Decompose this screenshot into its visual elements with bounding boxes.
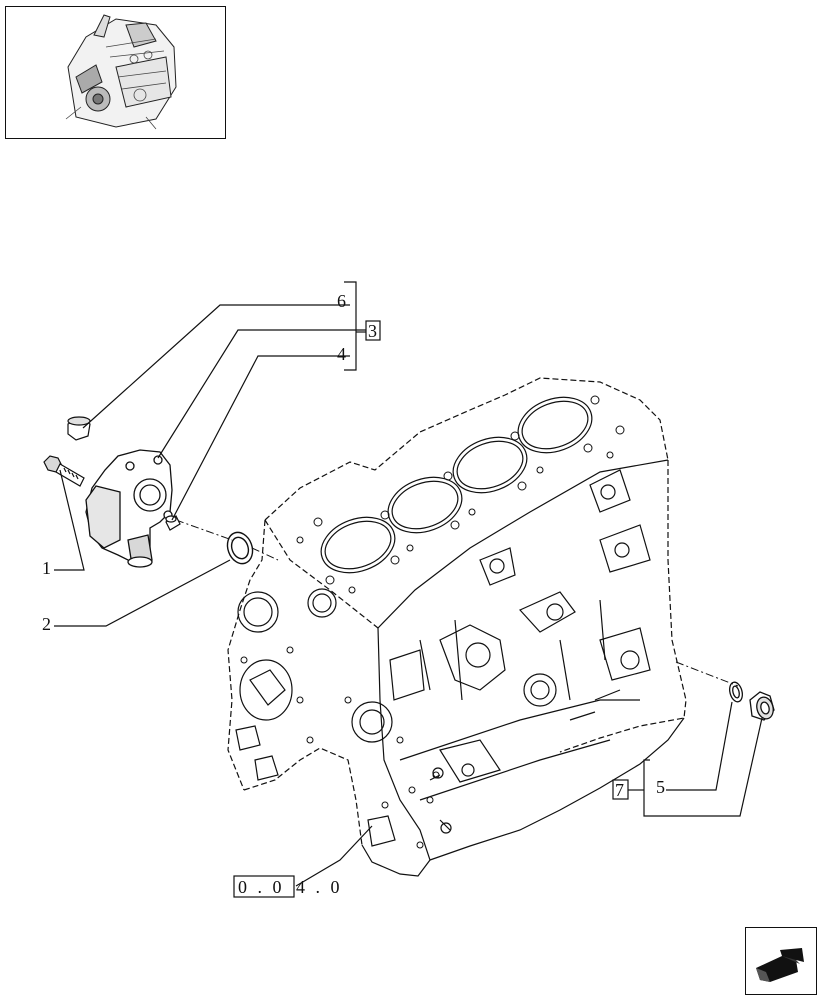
next-page-arrow-icon bbox=[756, 948, 804, 982]
next-page-button[interactable] bbox=[745, 927, 817, 995]
callout-2: 2 bbox=[42, 614, 51, 634]
callout-5: 5 bbox=[656, 777, 665, 797]
thermostat-housing[interactable] bbox=[85, 449, 173, 568]
reference-trailing-part: 4 . 0 bbox=[296, 877, 343, 897]
engine-thumbnail-icon bbox=[65, 14, 177, 130]
cap-plug[interactable] bbox=[67, 416, 91, 441]
seal-ring[interactable] bbox=[223, 529, 256, 567]
reference-boxed-part: 0 . 0 bbox=[238, 877, 285, 897]
callout-box-3 bbox=[365, 320, 381, 341]
group-bracket-3 bbox=[344, 281, 366, 371]
callout-6: 6 bbox=[337, 291, 346, 311]
bolt[interactable] bbox=[43, 455, 85, 487]
engine-block bbox=[227, 377, 687, 877]
callout-1: 1 bbox=[42, 558, 51, 578]
callout-3: 3 bbox=[368, 321, 377, 341]
callout-7: 7 bbox=[615, 780, 624, 800]
reference-box bbox=[233, 875, 295, 898]
engine-thumbnail[interactable] bbox=[5, 6, 226, 139]
assembly-axes bbox=[175, 519, 739, 687]
drain-plug[interactable] bbox=[749, 691, 776, 721]
leader-lines bbox=[54, 304, 763, 887]
callout-box-7 bbox=[612, 779, 629, 800]
sealing-washer[interactable] bbox=[728, 681, 745, 703]
callout-4: 4 bbox=[337, 344, 346, 364]
